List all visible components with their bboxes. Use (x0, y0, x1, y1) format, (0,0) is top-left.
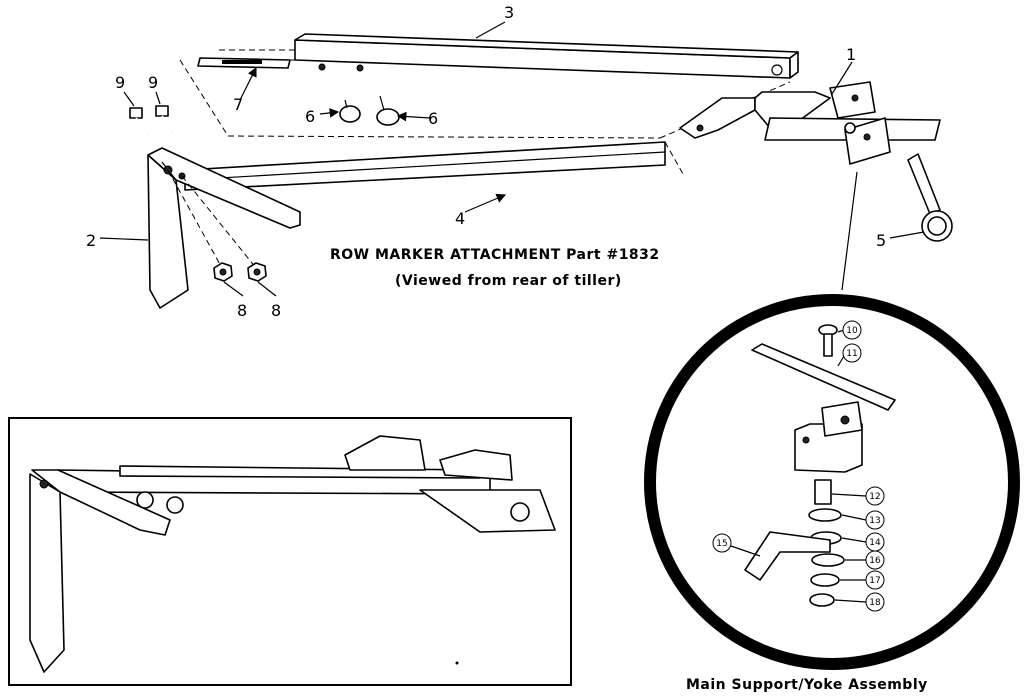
stray-dot (455, 661, 459, 665)
svg-text:18: 18 (869, 598, 881, 608)
washer-part-17 (810, 573, 840, 587)
callout-15: 15 (712, 533, 761, 557)
leader-line (475, 21, 506, 39)
guide-line (664, 141, 684, 175)
strap-part-11 (751, 343, 896, 411)
lower-tube-part-4 (184, 141, 666, 191)
svg-text:14: 14 (869, 538, 881, 548)
yoke-detail-circle: 10 11 12 13 14 15 16 (644, 294, 1020, 670)
bolt-part-9 (129, 107, 149, 136)
spacer-part-12 (814, 479, 832, 505)
leader-line (223, 281, 244, 297)
diagram-subtitle: (Viewed from rear of tiller) (395, 273, 622, 289)
callout-9: 9 (115, 73, 125, 92)
svg-text:13: 13 (869, 516, 880, 526)
callout-4: 4 (455, 209, 465, 228)
leader-line (239, 66, 257, 101)
washer-part-13 (808, 508, 842, 522)
svg-text:10: 10 (846, 326, 858, 336)
leader-line (319, 108, 340, 118)
bar-part-7 (197, 57, 291, 69)
main-support-part-1 (679, 81, 941, 165)
callout-8: 8 (271, 301, 281, 320)
callout-9: 9 (148, 73, 158, 92)
leader-line (257, 281, 277, 297)
leader-line (123, 91, 135, 107)
assembled-view-photo (8, 417, 572, 686)
leader-line (155, 91, 161, 105)
callout-17: 17 (840, 570, 885, 590)
callout-12: 12 (831, 486, 885, 506)
callout-6: 6 (428, 109, 438, 128)
callout-5: 5 (876, 231, 886, 250)
leader-line (464, 193, 507, 213)
callout-8: 8 (237, 301, 247, 320)
nut-part-8 (213, 262, 233, 282)
guide-line (227, 135, 661, 139)
pin-part-5 (907, 153, 953, 242)
callout-3: 3 (504, 3, 514, 22)
leader-line (99, 237, 149, 241)
svg-text:16: 16 (869, 556, 881, 566)
callout-14: 14 (841, 532, 885, 552)
leader-line (831, 61, 853, 95)
nut-part-8 (247, 262, 267, 282)
callout-7: 7 (233, 95, 243, 114)
svg-text:11: 11 (846, 349, 857, 359)
upper-tube-part-3 (218, 33, 799, 79)
washer-part-16 (811, 553, 845, 567)
detail-leader-line (841, 171, 858, 291)
callout-13: 13 (841, 510, 885, 530)
svg-text:12: 12 (869, 492, 880, 502)
yoke-bracket (794, 401, 863, 473)
callout-18: 18 (834, 592, 885, 612)
callout-1: 1 (846, 45, 856, 64)
callout-6: 6 (305, 107, 315, 126)
inset-caption: Main Support/Yoke Assembly (686, 677, 928, 693)
marker-blade-part-2 (147, 147, 301, 309)
carriage-bolt-part-6 (376, 95, 400, 126)
callout-2: 2 (86, 231, 96, 250)
diagram-title: ROW MARKER ATTACHMENT Part #1832 (330, 247, 660, 263)
callout-16: 16 (845, 550, 885, 570)
callout-11: 11 (837, 343, 862, 367)
callout-10: 10 (837, 320, 862, 340)
svg-text:15: 15 (716, 539, 727, 549)
nut-part-18 (809, 593, 835, 607)
guide-line (179, 59, 229, 137)
bolt-part-10 (818, 324, 838, 357)
leader-line (889, 231, 925, 239)
leader-line (396, 111, 431, 122)
guide-line (167, 169, 223, 269)
arm-part-15 (744, 531, 831, 581)
carriage-bolt-part-6 (339, 99, 361, 123)
bolt-part-9 (155, 105, 173, 133)
svg-text:17: 17 (869, 576, 880, 586)
